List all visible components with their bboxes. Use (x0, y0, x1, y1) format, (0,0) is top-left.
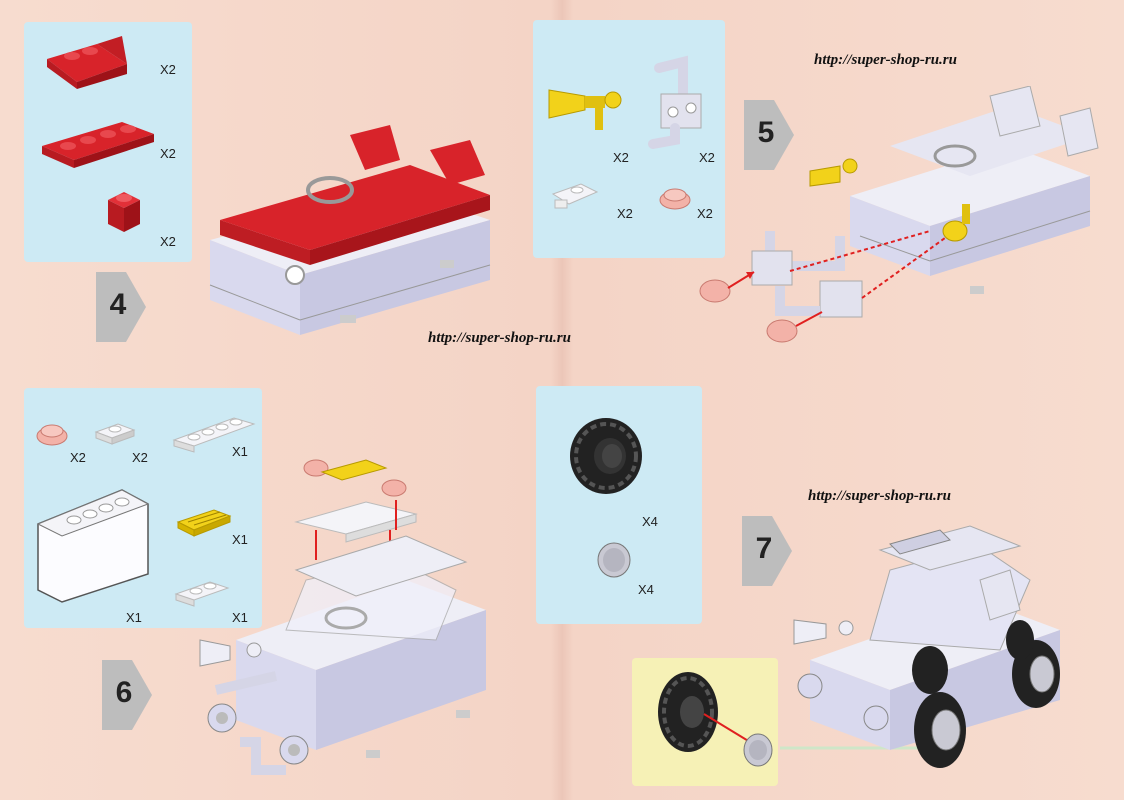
step5-qty-3: X2 (617, 206, 633, 221)
step7-parts-panel: X4 X4 (536, 386, 702, 624)
step-4-marker: 4 (96, 272, 152, 342)
step7-qty-2: X4 (638, 582, 654, 597)
white-plate-1x1-part (94, 423, 136, 445)
watermark-url-middle[interactable]: http://super-shop-ru.ru (428, 330, 571, 346)
white-clip-plate-part (551, 183, 599, 209)
step4-qty-1: X2 (160, 62, 176, 77)
step-arrow-icon (102, 660, 152, 730)
yellow-grille-tile-part (176, 509, 232, 537)
watermark-url-top[interactable]: http://super-shop-ru.ru (814, 52, 957, 68)
step-number: 6 (115, 676, 133, 709)
step-arrow-icon (744, 100, 794, 170)
white-plate-1x4-part (172, 417, 256, 453)
tire-wheel-part (570, 418, 642, 494)
windscreen-part (36, 489, 150, 603)
step-number: 5 (757, 116, 775, 149)
step-5-marker: 5 (744, 100, 800, 170)
red-brick-1x1-part (108, 192, 140, 232)
step4-parts-panel: X2 X2 X2 (24, 22, 192, 262)
step-6-marker: 6 (102, 660, 158, 730)
step5-parts-panel: X2 X2 X2 X2 (533, 20, 725, 258)
step4-car-model (209, 125, 491, 335)
wheel-hub-cap-part (597, 542, 631, 578)
step5-qty-2: X2 (699, 150, 715, 165)
step6-car-model (199, 459, 486, 775)
step-number: 7 (755, 532, 773, 565)
step6-parts-panel: X2 X2 X1 X1 (24, 388, 262, 628)
step5-qty-4: X2 (697, 206, 713, 221)
watermark-url-bottom[interactable]: http://super-shop-ru.ru (808, 488, 951, 504)
round-tile-part (659, 188, 691, 210)
step4-qty-2: X2 (160, 146, 176, 161)
red-slope-brick-part (47, 36, 127, 89)
step5-qty-1: X2 (613, 150, 629, 165)
step7-qty-1: X4 (642, 514, 658, 529)
step6-qty-3: X1 (232, 444, 248, 459)
step6-qty-2: X2 (132, 450, 148, 465)
red-plate-1x4-part (42, 122, 154, 168)
wheel-assembly-inset (632, 658, 778, 786)
yellow-horn-part (548, 89, 622, 130)
round-tile-part (36, 424, 68, 446)
step-arrow-icon (96, 272, 146, 342)
step-number: 4 (109, 288, 127, 321)
step6-qty-5: X1 (232, 532, 248, 547)
step-arrow-icon (742, 516, 792, 586)
white-plate-1x2-part (174, 581, 230, 607)
wheel-assembly-detail (658, 672, 773, 767)
step-7-marker: 7 (742, 516, 798, 586)
step7-car-model (780, 525, 1060, 768)
step6-qty-4: X1 (126, 610, 142, 625)
step6-qty-1: X2 (70, 450, 86, 465)
step4-qty-3: X2 (160, 234, 176, 249)
step6-qty-6: X1 (232, 610, 248, 625)
gray-bar-bracket-part (648, 55, 702, 149)
step5-car-model (699, 86, 1099, 343)
